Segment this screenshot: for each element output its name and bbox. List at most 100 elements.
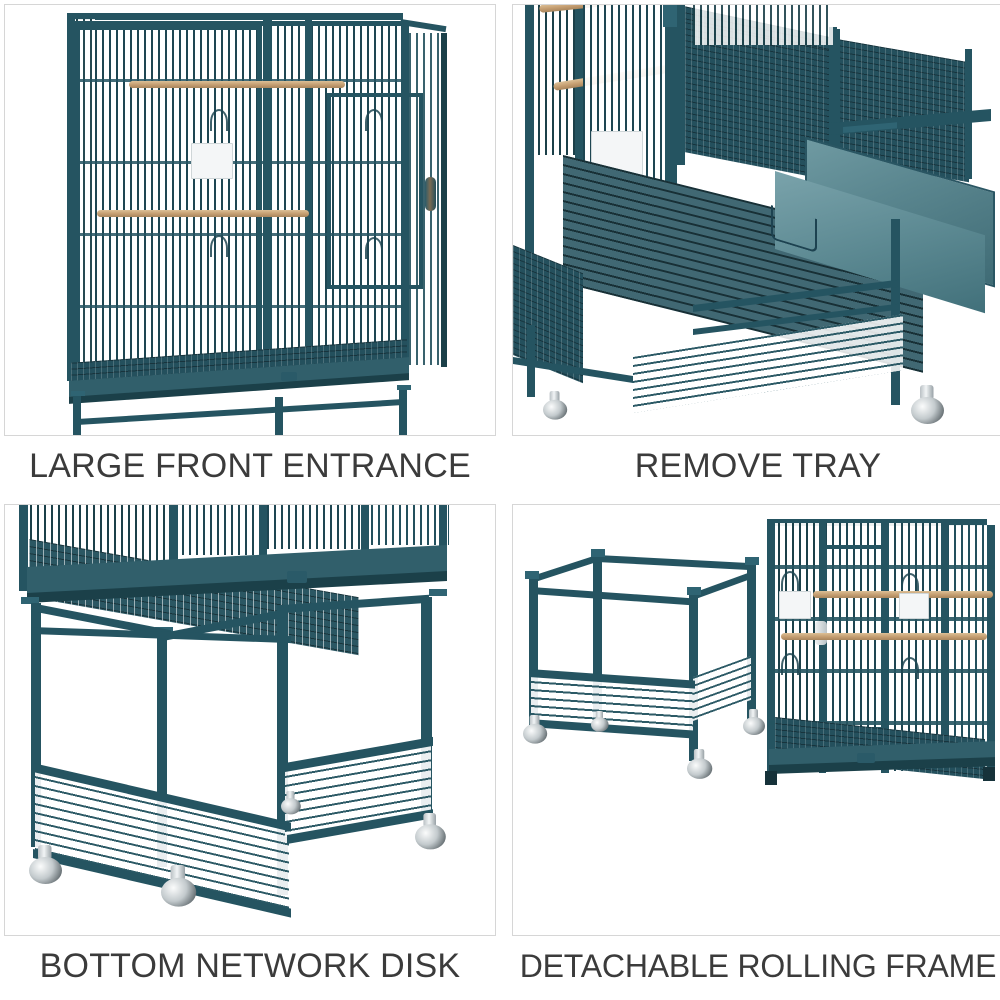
front-door-edge-left	[75, 25, 80, 369]
cage-rail-5	[69, 305, 407, 308]
caster-back-right	[415, 813, 446, 850]
side-door-edge-bottom[interactable]	[327, 285, 423, 289]
frame-rail-top-right	[693, 571, 753, 600]
scroll-hook-upper-right	[365, 109, 383, 131]
collar-left	[21, 597, 39, 604]
frame-caster-back-left	[591, 711, 609, 732]
cage-bars-back-mid	[175, 505, 261, 555]
cage-bars-far-right	[371, 505, 449, 545]
cagebody-post-door-right	[881, 521, 889, 773]
cagebody-post-door-left	[819, 521, 826, 773]
frame-rail-top-front	[531, 587, 693, 606]
cage-post-door-left	[305, 19, 312, 377]
cage-post-right	[401, 25, 409, 373]
stand-collar-right	[397, 385, 411, 390]
feeder-cup	[191, 143, 233, 179]
cage-rail-top	[69, 21, 407, 26]
front-door-edge-right	[257, 25, 262, 370]
photo-large-front-entrance	[4, 4, 496, 436]
collar-right	[429, 589, 447, 596]
frame-caster-front-left	[523, 715, 548, 744]
photo-remove-tray	[512, 4, 1000, 436]
panel-remove-tray: REMOVE TRAY	[512, 4, 1000, 496]
cagebody-hook-3	[901, 573, 919, 595]
perch-upper	[129, 81, 345, 88]
cage-post-center	[263, 17, 272, 379]
cagebody-perch-lower	[781, 633, 987, 640]
tray-handle[interactable]	[287, 571, 307, 583]
frame-collar-b	[591, 549, 605, 557]
panel-bottom-network-disk: BOTTOM NETWORK DISK	[4, 504, 496, 996]
cage-post-right	[361, 505, 369, 551]
cage-post-left-inner	[575, 5, 583, 215]
frame-caster-back-right	[743, 709, 765, 735]
caption-bottom-network-disk: BOTTOM NETWORK DISK	[39, 946, 461, 985]
cagebody-rail-4	[769, 721, 995, 725]
cagebody-post-left	[767, 519, 775, 775]
cage-illustration-front	[5, 5, 495, 435]
scroll-hook-upper-left	[210, 109, 228, 131]
stand-leg-front-left	[31, 603, 41, 847]
cagebody-foot-left	[765, 771, 777, 785]
cagebody-post-mid	[941, 523, 948, 773]
frame-collar-a	[525, 571, 539, 579]
caster-left	[543, 391, 568, 420]
cagebody-hook-2	[781, 653, 799, 675]
frame-leg-front-left	[529, 577, 538, 727]
cage-front-bars-mid	[311, 25, 407, 373]
stand-leg-center	[275, 397, 283, 435]
side-door-edge-top[interactable]	[327, 93, 423, 97]
cagebody-post-right	[987, 525, 995, 771]
stand-leg-right	[891, 219, 900, 405]
cagebody-tray-handle[interactable]	[857, 753, 875, 763]
caption-detachable-rolling-frame: DETACHABLE ROLLING FRAME	[519, 947, 997, 984]
side-door-latch[interactable]	[425, 177, 436, 211]
frame-rail-top-back	[597, 555, 751, 571]
cage-post-far-right	[439, 505, 447, 569]
frame-leg-back-left	[593, 555, 602, 723]
panel-detachable-rolling-frame: DETACHABLE ROLLING FRAME	[512, 504, 1000, 996]
cagebody-hook-1	[781, 571, 799, 593]
stand-leg-back-left	[157, 633, 167, 867]
cage-hinge-top	[663, 5, 679, 27]
frame-leg-back-right	[747, 563, 756, 721]
cagebody-rail-3	[769, 669, 995, 673]
caster-right	[911, 385, 944, 424]
caption-remove-tray: REMOVE TRAY	[634, 446, 882, 485]
side-door-edge-left[interactable]	[327, 93, 331, 289]
frame-collar-d	[745, 557, 759, 565]
cagebody-hook-4	[901, 657, 919, 679]
photo-detachable-rolling-frame	[512, 504, 1000, 936]
cagebody-rail-2	[769, 617, 995, 621]
cagebody-cup-right	[899, 593, 929, 619]
cagebody-door-top[interactable]	[823, 545, 885, 549]
cage-bars-back-right	[267, 505, 365, 549]
caster-front-center	[281, 791, 301, 815]
cage-post-far-right	[441, 33, 447, 367]
frame-collar-c	[687, 587, 701, 595]
cagebody-foot-right	[983, 767, 995, 781]
mesh-door-edge-left	[677, 5, 685, 165]
stand-leg-front-center	[277, 605, 288, 895]
stand-crossbar	[73, 398, 407, 426]
cage-post-right-inner	[833, 29, 840, 179]
cage-rail-4	[69, 233, 407, 236]
cage-post-left	[67, 13, 75, 381]
cage-rail-3	[69, 161, 407, 164]
scroll-hook-lower-left	[210, 235, 228, 257]
cage-top-rail	[67, 13, 403, 20]
cagebody-top-rail	[769, 519, 987, 526]
caster-back-left	[161, 865, 197, 907]
stand-leg-back-right	[421, 597, 432, 815]
stand-collar-left	[71, 391, 85, 396]
cage-post-mid-right	[259, 505, 267, 557]
tray-handle[interactable]	[281, 372, 297, 381]
side-door-edge-right[interactable]	[419, 93, 423, 289]
cagebody-cup-left	[779, 591, 811, 619]
cagebody-rail-1	[769, 565, 995, 569]
stand-leg-front-left	[73, 391, 81, 435]
cage-front-bars-left	[95, 21, 307, 373]
cage-rear-bars	[693, 5, 833, 45]
